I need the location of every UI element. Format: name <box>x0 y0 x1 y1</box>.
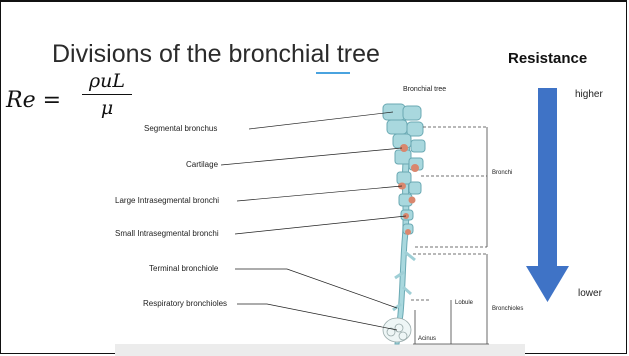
label-small-intrasegmental: Small Intrasegmental bronchi <box>115 229 219 238</box>
arrow-bottom-label: lower <box>578 288 602 299</box>
resistance-down-arrow <box>526 88 570 304</box>
diagram-heading: Bronchial tree <box>403 86 446 93</box>
title-accent-underline <box>316 72 350 74</box>
bracket-label-bronchioles: Bronchioles <box>492 306 523 312</box>
resistance-heading: Resistance <box>508 50 587 67</box>
bracket-label-acinus: Acinus <box>418 336 436 342</box>
bracket-label-lobule: Lobule <box>455 300 473 306</box>
bracket-label-bronchi: Bronchi <box>492 170 512 176</box>
label-terminal-bronchiole: Terminal bronchiole <box>149 264 218 273</box>
label-respiratory-bronchioles: Respiratory bronchioles <box>143 299 227 308</box>
bronchial-tree-diagram: Bronchial tree Segmental bronchus Cartil… <box>115 82 525 356</box>
label-large-intrasegmental: Large Intrasegmental bronchi <box>115 196 219 205</box>
label-cartilage: Cartilage <box>186 160 218 169</box>
formula-lhs: Re = <box>6 88 61 113</box>
arrow-top-label: higher <box>575 89 603 100</box>
slide-title: Divisions of the bronchial tree <box>52 40 380 69</box>
label-segmental-bronchus: Segmental bronchus <box>144 124 217 133</box>
